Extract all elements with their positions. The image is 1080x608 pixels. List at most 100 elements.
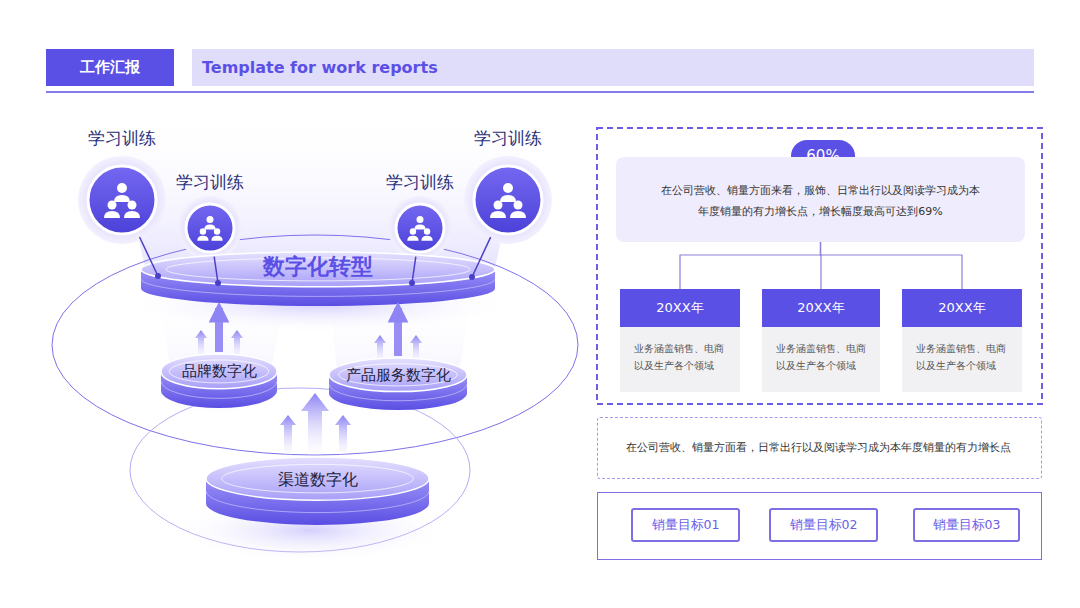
people-icon [407, 216, 432, 241]
node-label: 学习训练 [380, 168, 460, 196]
icon-circle: 学习训练 [380, 168, 460, 262]
node-label: 销量目标03 [933, 517, 1001, 534]
dashed-frame [597, 128, 1042, 404]
connector-line [140, 237, 158, 276]
icon-body [500, 195, 516, 202]
anchor-dot [155, 273, 161, 279]
target-button: 销量目标02 [769, 508, 878, 542]
anchor-dot [215, 280, 221, 286]
icon-circle: 学习训练 [72, 124, 172, 246]
node-label: 渠道数字化 [205, 469, 430, 491]
icon-head [200, 228, 206, 234]
flow-arrow [215, 308, 223, 352]
platform-disk: 数字化转型 [140, 250, 496, 308]
anchor-dot [469, 274, 475, 280]
connector-group [214, 257, 221, 286]
anchor-dot [409, 280, 415, 286]
connector-group [820, 242, 822, 289]
connector-line [820, 242, 822, 289]
disk-graphic [205, 455, 430, 527]
icon-body [510, 211, 526, 218]
icon-head [503, 183, 513, 193]
note-box: 在公司营收、销量方面看，日常出行以及阅读学习成为本年度销量的有力增长点 [597, 417, 1042, 479]
disk-top [141, 252, 495, 287]
connector-line [214, 257, 218, 283]
node-label: 在公司营收、销量方面来看，服饰、日常出行以及阅读学习成为本年度销量的有力增长点，… [658, 180, 984, 222]
icon-head [206, 216, 213, 223]
node-label: 数字化转型 [140, 252, 496, 283]
icon-head [214, 228, 220, 234]
card-heading: 20XX年 [902, 289, 1022, 327]
icon-body [490, 211, 506, 218]
icon-disc [474, 166, 542, 234]
year-card: 20XX年业务涵盖销售、电商以及生产各个领域 [902, 289, 1022, 392]
icon-disc [88, 166, 156, 234]
connector-line [472, 237, 491, 277]
header-band: Template for work reports [192, 49, 1034, 86]
icon-head [514, 201, 523, 210]
node-label: 在公司营收、销量方面看，日常出行以及阅读学习成为本年度销量的有力增长点 [626, 441, 1011, 455]
halo [78, 156, 166, 244]
connector-group [140, 237, 161, 279]
node-label: 销量目标02 [790, 517, 858, 534]
connector-line [821, 242, 963, 289]
card-heading: 20XX年 [620, 289, 740, 327]
icon-body [197, 236, 208, 241]
card-body: 业务涵盖销售、电商以及生产各个领域 [620, 327, 740, 374]
people-icon [490, 183, 526, 218]
icon-disc [186, 204, 234, 252]
disk-graphic [328, 356, 468, 412]
icon-body [414, 224, 425, 229]
icon-head [494, 201, 503, 210]
year-card: 20XX年业务涵盖销售、电商以及生产各个领域 [620, 289, 740, 392]
header-rule [46, 91, 1034, 93]
connector-group [469, 237, 491, 280]
connector-group [821, 242, 963, 289]
icon-body [421, 236, 432, 241]
disk-graphic [160, 352, 278, 410]
icon-head [108, 201, 117, 210]
node-label: 学习训练 [458, 124, 558, 152]
disk-top [206, 457, 429, 500]
summary-box: 在公司营收、销量方面来看，服饰、日常出行以及阅读学习成为本年度销量的有力增长点，… [616, 157, 1025, 242]
platform-disk: 产品服务数字化 [328, 356, 468, 412]
card-heading: 20XX年 [762, 289, 880, 327]
disk-top [329, 358, 467, 392]
icon-head [416, 216, 423, 223]
card-body: 业务涵盖销售、电商以及生产各个领域 [762, 327, 880, 374]
connector-group [680, 242, 821, 289]
platform-disk: 渠道数字化 [205, 455, 430, 527]
icon-body [104, 211, 120, 218]
header-tab: 工作汇报 [46, 49, 174, 86]
icon-head [128, 201, 137, 210]
connector-group [219, 308, 220, 352]
people-icon [104, 183, 140, 218]
up-arrow [301, 393, 329, 462]
up-arrow [335, 415, 351, 462]
connector-line [680, 242, 821, 289]
connector-line [412, 257, 416, 283]
icon-head [117, 183, 127, 193]
flow-arrow [394, 308, 402, 356]
target-button: 销量目标01 [631, 508, 740, 542]
icon-body [407, 236, 418, 241]
node-label: Template for work reports [202, 58, 438, 77]
halo [178, 196, 242, 260]
node-label: 品牌数字化 [160, 361, 278, 382]
people-icon [197, 216, 222, 241]
disk-top [161, 354, 277, 389]
node-label: 工作汇报 [80, 58, 140, 77]
icon-circle: 学习训练 [458, 124, 558, 246]
icon-body [211, 236, 222, 241]
target-frame [598, 493, 1042, 560]
target-button: 销量目标03 [913, 508, 1020, 542]
platform-disk: 品牌数字化 [160, 352, 278, 410]
icon-body [114, 195, 130, 202]
connector-group [398, 308, 399, 356]
icon-head [424, 228, 430, 234]
node-label: 销量目标01 [652, 517, 720, 534]
halo [464, 156, 552, 244]
